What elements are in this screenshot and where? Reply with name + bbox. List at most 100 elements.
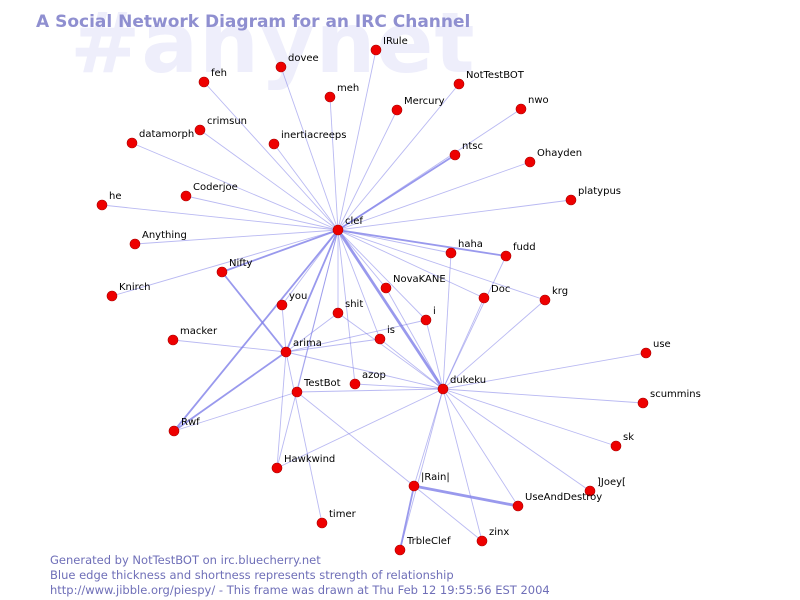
edge-TestBot-Rwf [173,391,298,432]
edge-dukeku-Joey [442,388,591,492]
node-label-inertiacreeps: inertiacreeps [281,130,346,141]
node-label-Joey: ]Joey[ [597,477,626,488]
footer-generated-by: Generated by NotTestBOT on irc.bluecherr… [50,553,321,567]
node-timer[interactable] [316,517,328,529]
node-label-nwo: nwo [528,95,549,106]
node-macker[interactable] [167,334,179,346]
node-TestBot[interactable] [291,386,303,398]
edge-clef-crimsun [199,129,339,231]
node-dovee[interactable] [275,61,287,73]
edge-clef-ntsc [337,154,456,231]
node-he[interactable] [96,199,108,211]
node-label-IRule: IRule [383,36,408,47]
edge-clef-he [101,204,339,231]
node-label-Hawkwind: Hawkwind [284,454,335,465]
node-label-Mercury: Mercury [404,96,445,107]
node-feh[interactable] [198,76,210,88]
node-Anything[interactable] [129,238,141,250]
node-i[interactable] [420,314,432,326]
node-meh[interactable] [324,91,336,103]
node-ntsc[interactable] [449,149,461,161]
node-platypus[interactable] [565,194,577,206]
edge-clef-Nifty [221,229,339,273]
edge-clef-Ohayden [337,161,531,231]
node-crimsun[interactable] [194,124,206,136]
node-UseAndDestroy[interactable] [512,500,524,512]
edge-arima-dukeku [285,351,444,390]
node-azop[interactable] [349,378,361,390]
node-TrbleClef[interactable] [394,544,406,556]
edge-clef-datamorph [131,142,339,231]
node-Mercury[interactable] [391,104,403,116]
edge-dukeku-shit [337,312,444,390]
node-arima[interactable] [280,346,292,358]
node-Doc[interactable] [478,292,490,304]
node-is[interactable] [374,333,386,345]
node-sk[interactable] [610,440,622,452]
edge-dukeku-haha [442,252,452,390]
node-label-he: he [109,191,122,202]
node-Rwf[interactable] [168,425,180,437]
footer-legend-note: Blue edge thickness and shortness repres… [50,568,454,582]
edge-arima-you [281,304,287,353]
node-label-use: use [653,339,671,350]
node-label-platypus: platypus [578,186,621,197]
edge-dukeku-Hawkwind [276,388,444,469]
edge-dukeku-zinx [442,388,483,542]
node-datamorph[interactable] [126,137,138,149]
edge-arima-i [285,319,427,353]
node-label-dukeku: dukeku [450,375,486,386]
node-label-zinx: zinx [489,527,509,538]
edge-dukeku-krg [442,299,546,390]
node-dukeku[interactable] [437,383,449,395]
node-fudd[interactable] [500,250,512,262]
edge-Rain-zinx [413,485,483,542]
node-label-fudd: fudd [513,242,536,253]
node-krg[interactable] [539,294,551,306]
node-Coderjoe[interactable] [180,190,192,202]
node-you[interactable] [276,299,288,311]
node-Rain[interactable] [408,480,420,492]
node-label-i: i [433,306,436,317]
edge-dukeku-UseAndDestroy [442,388,519,507]
edge-dukeku-azop [354,383,444,390]
edges-layer [101,49,647,551]
edge-Rain-TrbleClef [399,485,415,551]
node-nwo[interactable] [515,103,527,115]
node-clef[interactable] [332,224,344,236]
node-zinx[interactable] [476,535,488,547]
edge-clef-IRule [337,49,377,231]
node-label-haha: haha [458,239,483,250]
node-inertiacreeps[interactable] [268,138,280,150]
node-Nifty[interactable] [216,266,228,278]
node-Knirch[interactable] [106,290,118,302]
node-label-Rwf: Rwf [181,417,200,428]
node-label-clef: clef [345,216,363,227]
node-Ohayden[interactable] [524,156,536,168]
node-label-Rain: |Rain| [421,472,450,483]
labels-layer: IRuledoveeNotTestBOTfehmehnwoMercurycrim… [109,36,701,547]
node-shit[interactable] [332,307,344,319]
node-NotTestBOT[interactable] [453,78,465,90]
nodes-layer [96,44,652,556]
node-NovaKANE[interactable] [380,282,392,294]
edge-clef-Coderjoe [185,195,339,231]
node-haha[interactable] [445,247,457,259]
edge-dukeku-i [425,319,444,390]
node-label-TestBot: TestBot [303,378,341,389]
node-label-NotTestBOT: NotTestBOT [466,70,525,81]
node-label-you: you [289,291,307,302]
node-Hawkwind[interactable] [271,462,283,474]
edge-TestBot-Rain [296,391,415,487]
edge-dukeku-NovaKANE [385,287,444,390]
node-scummins[interactable] [637,397,649,409]
edge-clef-Knirch [111,229,339,297]
node-label-datamorph: datamorph [139,129,194,140]
node-Joey[interactable] [584,485,596,497]
node-label-TrbleClef: TrbleClef [406,536,451,547]
node-use[interactable] [640,347,652,359]
node-label-Ohayden: Ohayden [537,148,582,159]
node-IRule[interactable] [370,44,382,56]
edge-arima-is [285,338,381,353]
node-label-dovee: dovee [288,53,319,64]
